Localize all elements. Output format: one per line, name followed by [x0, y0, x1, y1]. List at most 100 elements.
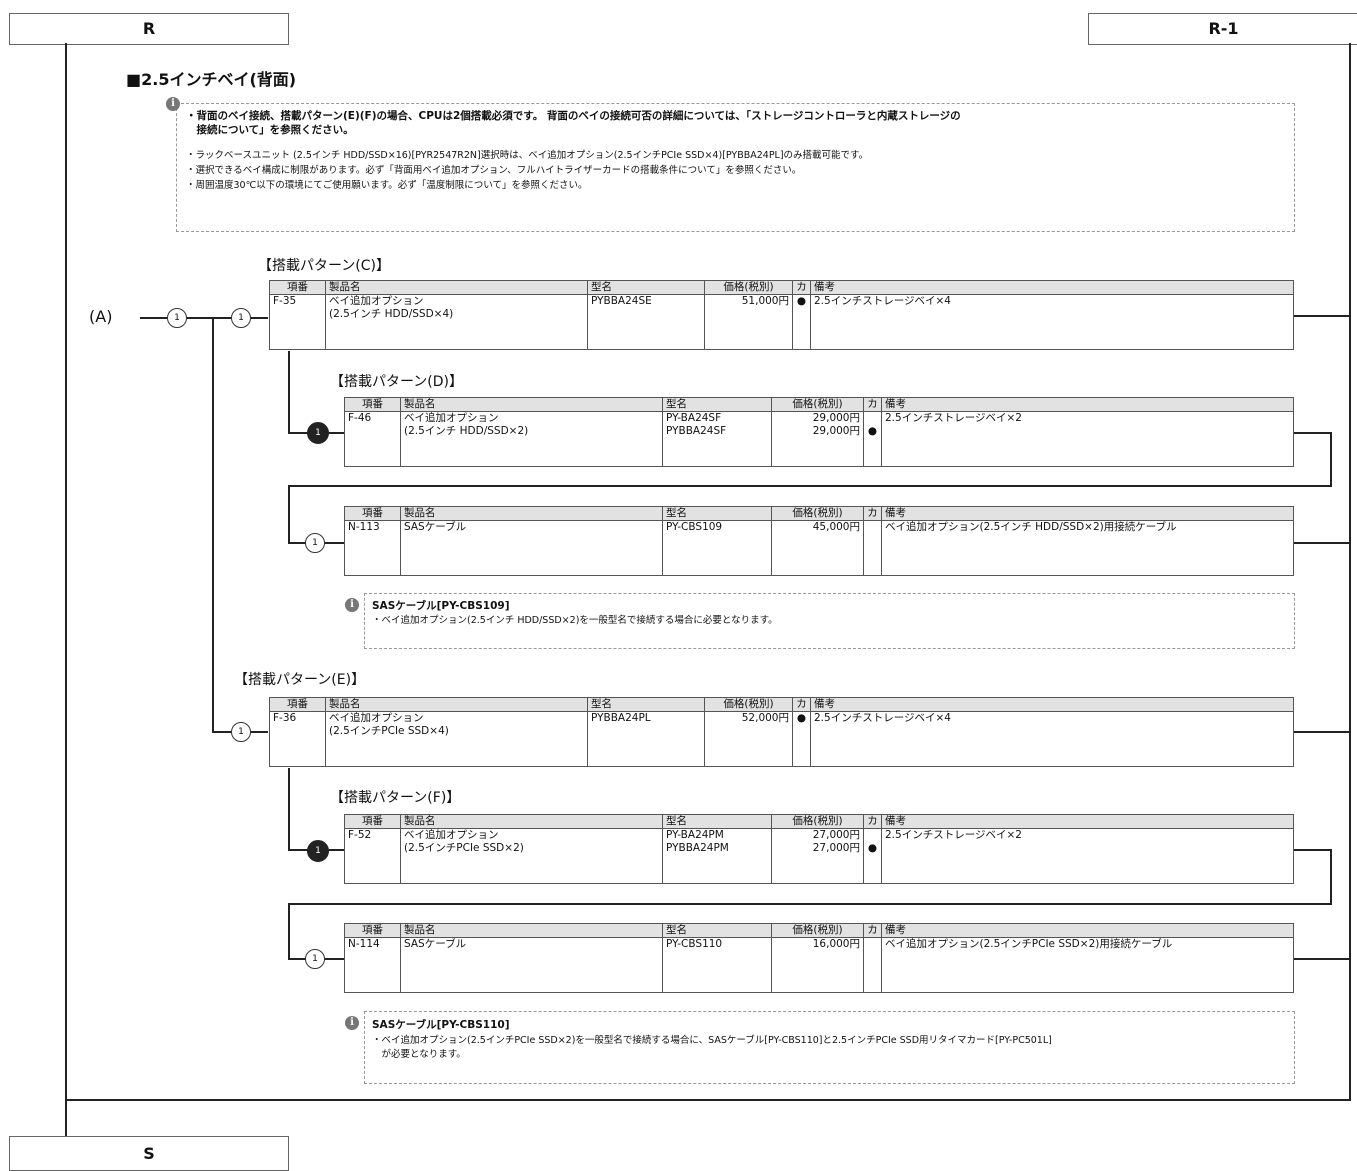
col-price: 価格(税別) — [771, 923, 864, 938]
cell-ka — [863, 520, 882, 576]
cell-model: PY-CBS110 — [662, 937, 772, 993]
connector-a-vertical — [212, 317, 214, 732]
col-ka: カ — [792, 697, 811, 712]
header-left-top-label: R — [142, 19, 156, 38]
main-note-line-3: ・ラックベースユニット (2.5インチ HDD/SSD×16)[PYR2547R… — [186, 150, 869, 161]
pattern-f-title: 【搭載パターン(F)】 — [330, 790, 461, 806]
table-row: N-113 SASケーブル PY-CBS109 45,000円 ベイ追加オプショ… — [344, 520, 1294, 576]
cell-price: 45,000円 — [771, 520, 864, 576]
info-icon: i — [345, 1016, 359, 1030]
cell-remarks: ベイ追加オプション(2.5インチ HDD/SSD×2)用接続ケーブル — [881, 520, 1294, 576]
pattern-f-return — [288, 903, 1332, 905]
table-header-row: 項番 製品名 型名 価格(税別) カ 備考 — [344, 397, 1294, 412]
col-remarks: 備考 — [881, 506, 1294, 521]
pattern-d-drop — [1330, 432, 1332, 486]
connector-a-horizontal — [140, 317, 268, 319]
main-note-line-2: 接続について」を参照ください。 — [186, 124, 354, 137]
col-remarks: 備考 — [810, 697, 1294, 712]
header-box-right-top: R-1 — [1088, 13, 1357, 45]
col-ka: カ — [863, 814, 882, 829]
table-row: F-46 ベイ追加オプション(2.5インチ HDD/SSD×2) PY-BA24… — [344, 411, 1294, 467]
pattern-c-right-link — [1294, 315, 1351, 317]
col-remarks: 備考 — [810, 280, 1294, 295]
col-model: 型名 — [587, 697, 705, 712]
main-note-line-4: ・選択できるベイ構成に制限があります。必ず「背面用ベイ追加オプション、フルハイト… — [186, 165, 802, 176]
col-model: 型名 — [662, 506, 772, 521]
cell-model: PYBBA24PL — [587, 711, 705, 767]
main-note-line-1: ・背面のベイ接続、搭載パターン(E)(F)の場合、CPUは2個搭載必須です。 背… — [186, 110, 961, 123]
cell-ka — [863, 937, 882, 993]
cable-109-right-link — [1294, 542, 1351, 544]
cell-no: N-114 — [344, 937, 401, 993]
col-no: 項番 — [269, 280, 326, 295]
connector-circle-cable-110: 1 — [305, 949, 325, 969]
table-row: F-52 ベイ追加オプション(2.5インチPCIe SSD×2) PY-BA24… — [344, 828, 1294, 884]
model-line-2: PYBBA24SF — [666, 425, 727, 437]
header-box-left-top: R — [9, 13, 289, 45]
pattern-e-down-link — [288, 768, 290, 850]
frame-right-line — [1349, 43, 1351, 1101]
cable-109-table: 項番 製品名 型名 価格(税別) カ 備考 N-113 SASケーブル PY-C… — [344, 506, 1294, 576]
col-remarks: 備考 — [881, 397, 1294, 412]
section-title: ■2.5インチベイ(背面) — [126, 70, 297, 89]
cell-price: 51,000円 — [704, 294, 793, 350]
cell-name: ベイ追加オプション(2.5インチPCIe SSD×4) — [325, 711, 588, 767]
connector-circle-cable-109: 1 — [305, 533, 325, 553]
col-no: 項番 — [344, 814, 401, 829]
note-110-box — [364, 1011, 1295, 1084]
col-name: 製品名 — [400, 814, 663, 829]
col-no: 項番 — [344, 506, 401, 521]
table-header-row: 項番 製品名 型名 価格(税別) カ 備考 — [344, 506, 1294, 521]
header-left-bottom-label: S — [143, 1144, 155, 1163]
table-header-row: 項番 製品名 型名 価格(税別) カ 備考 — [269, 280, 1294, 295]
cell-name: SASケーブル — [400, 937, 663, 993]
col-ka: カ — [792, 280, 811, 295]
a-label: (A) — [89, 307, 113, 326]
cell-remarks: ベイ追加オプション(2.5インチPCIe SSD×2)用接続ケーブル — [881, 937, 1294, 993]
cell-model: PYBBA24SE — [587, 294, 705, 350]
model-line-1: PY-BA24SF — [666, 412, 722, 424]
col-no: 項番 — [344, 923, 401, 938]
price-line-1: 27,000円 — [812, 829, 860, 841]
col-model: 型名 — [662, 814, 772, 829]
col-price: 価格(税別) — [771, 506, 864, 521]
cell-no: F-36 — [269, 711, 326, 767]
cell-name: ベイ追加オプション(2.5インチ HDD/SSD×4) — [325, 294, 588, 350]
note-110-title: SASケーブル[PY-CBS110] — [372, 1019, 510, 1032]
info-icon: i — [345, 598, 359, 612]
cell-ka: ● — [863, 411, 882, 467]
frame-left-line — [65, 43, 67, 1136]
cell-name: ベイ追加オプション(2.5インチPCIe SSD×2) — [400, 828, 663, 884]
name-line-1: ベイ追加オプション — [404, 829, 499, 841]
col-name: 製品名 — [400, 506, 663, 521]
ka-line-2: ● — [867, 425, 878, 437]
col-ka: カ — [863, 397, 882, 412]
note-109-title-text: SASケーブル[PY-CBS109] — [372, 600, 510, 612]
name-line-2: (2.5インチ HDD/SSD×2) — [404, 425, 529, 437]
cell-no: F-35 — [269, 294, 326, 350]
note-109-line-1: ・ベイ追加オプション(2.5インチ HDD/SSD×2)を一般型名で接続する場合… — [372, 615, 778, 626]
col-name: 製品名 — [400, 923, 663, 938]
main-note-line-2-text: 接続について」を参照ください。 — [186, 124, 354, 136]
cell-no: N-113 — [344, 520, 401, 576]
note-109-box — [364, 593, 1295, 649]
connector-circle-a: 1 — [167, 308, 187, 328]
connector-circle-c: 1 — [231, 308, 251, 328]
table-row: N-114 SASケーブル PY-CBS110 16,000円 ベイ追加オプショ… — [344, 937, 1294, 993]
price-line-2: 27,000円 — [812, 842, 860, 854]
col-remarks: 備考 — [881, 814, 1294, 829]
cell-remarks: 2.5インチストレージベイ×2 — [881, 411, 1294, 467]
cell-no: F-52 — [344, 828, 401, 884]
cable-110-table: 項番 製品名 型名 価格(税別) カ 備考 N-114 SASケーブル PY-C… — [344, 923, 1294, 993]
cell-ka: ● — [792, 294, 811, 350]
pattern-e-right-link — [1294, 731, 1351, 733]
cell-price: 52,000円 — [704, 711, 793, 767]
main-note-line-5: ・周囲温度30℃以下の環境にてご使用願います。必ず「温度制限について」を参照くだ… — [186, 180, 588, 191]
cell-ka: ● — [863, 828, 882, 884]
pattern-e-table: 項番 製品名 型名 価格(税別) カ 備考 F-36 ベイ追加オプション(2.5… — [269, 697, 1294, 767]
col-remarks: 備考 — [881, 923, 1294, 938]
pattern-e-title: 【搭載パターン(E)】 — [234, 672, 366, 688]
name-line-2: (2.5インチ HDD/SSD×4) — [329, 308, 454, 320]
